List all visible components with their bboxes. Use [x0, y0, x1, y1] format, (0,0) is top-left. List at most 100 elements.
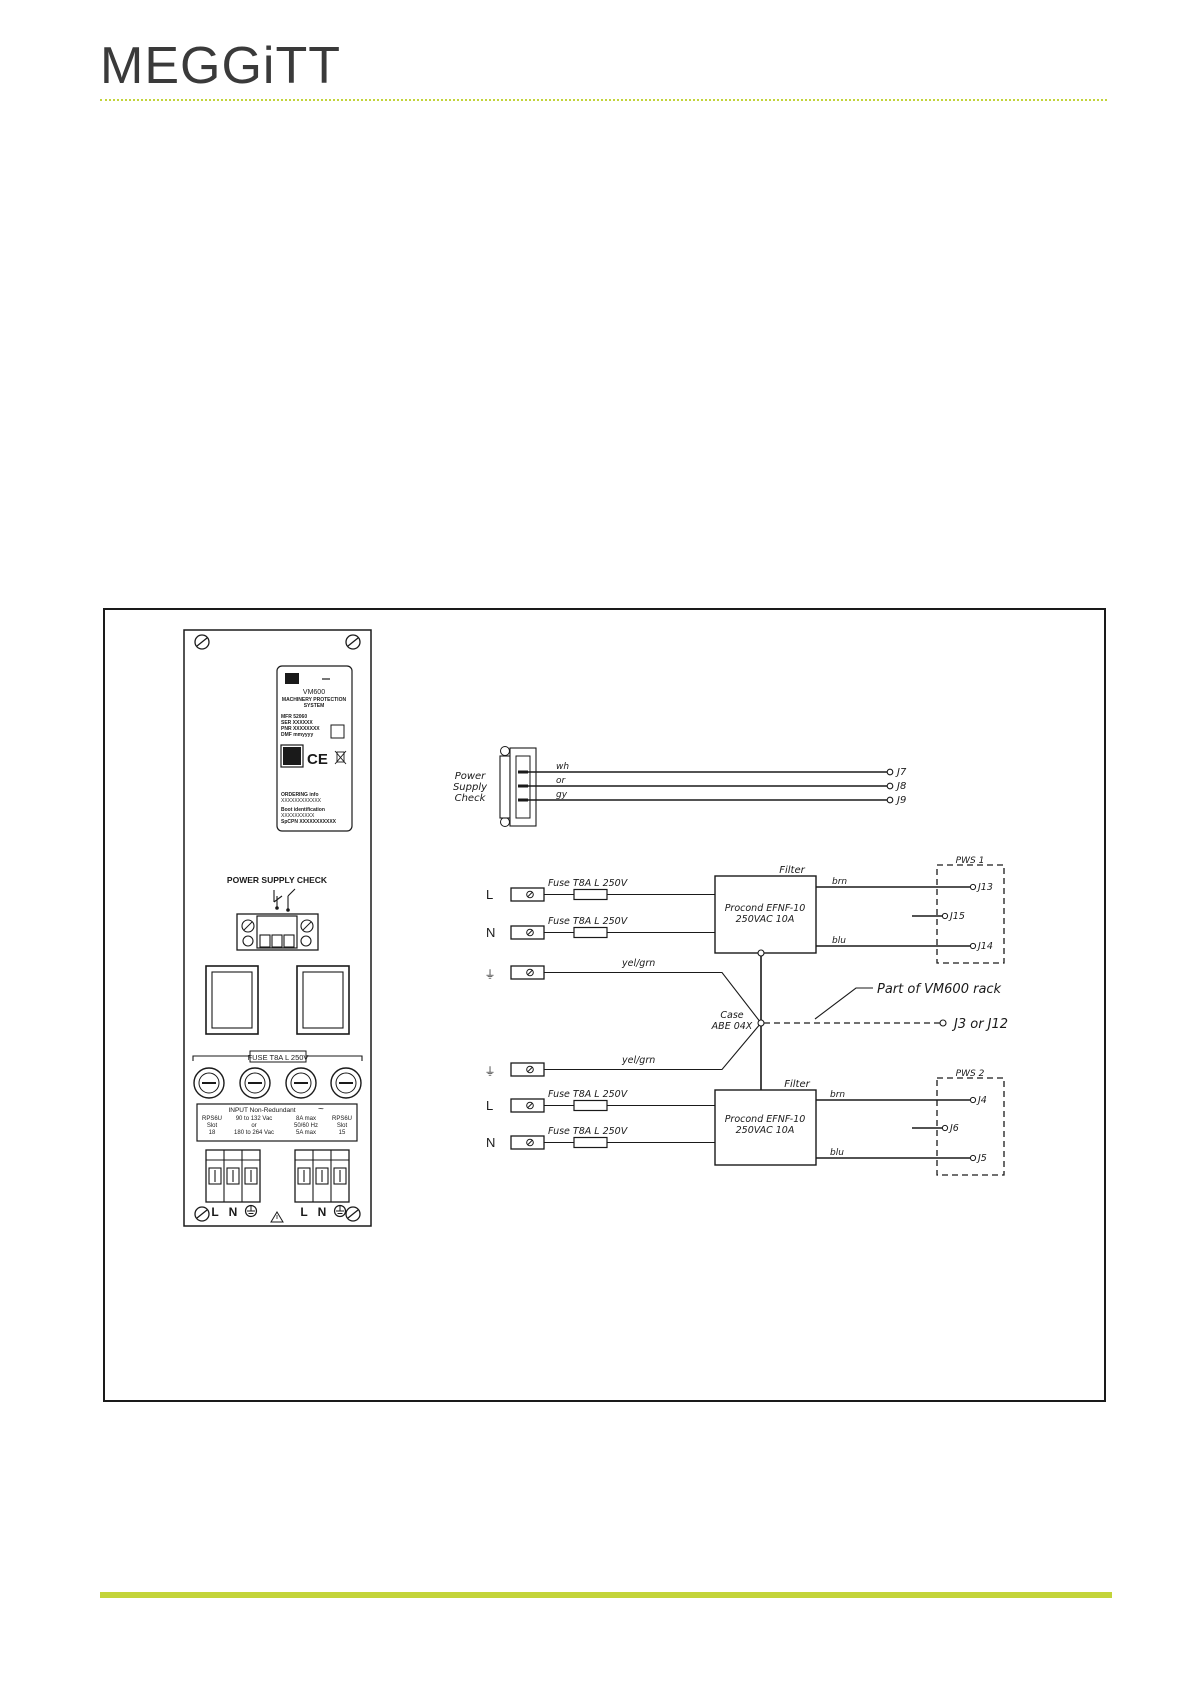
supply2-pws-label: PWS 2	[956, 1069, 985, 1079]
input-right-line: RPS6U	[332, 1116, 352, 1122]
label-ordering: ORDERING info	[281, 792, 319, 798]
meggitt-mark-icon	[285, 673, 299, 684]
psc-jack-label: J9	[895, 795, 906, 806]
panel-screw-top-right-icon	[345, 634, 361, 650]
meggitt-logo: MEGGiTT	[100, 37, 341, 95]
terminal-n-left: N	[229, 1205, 238, 1219]
supply2-filter-name: Procond EFNF-10	[725, 1114, 806, 1125]
input-right-line: 15	[339, 1130, 346, 1136]
fuse-holder-1-icon	[193, 1067, 225, 1099]
terminal-screw-icon	[510, 925, 545, 940]
product-label: VM600 MACHINERY PROTECTION SYSTEM MFR 52…	[276, 665, 353, 832]
supply2-filter-box	[714, 1089, 817, 1166]
terminal-block-right	[294, 1149, 350, 1203]
rack-jacks-label: J3 or J12	[951, 1017, 1008, 1032]
fuse-symbol	[573, 926, 608, 939]
psc-label-line: Power	[455, 771, 486, 782]
power-supply-check-connector	[236, 888, 319, 951]
input-current-line: 8A max	[296, 1116, 316, 1122]
label-ser: SER XXXXXX	[281, 720, 313, 726]
fuse-holder-4-icon	[330, 1067, 362, 1099]
supply1-jack-label: J13	[976, 882, 993, 893]
label-dmf: DMF mmyyyy	[281, 732, 313, 738]
terminal-l-right: L	[300, 1205, 307, 1219]
supply1-wire-top: brn	[832, 877, 847, 887]
earth-wire-label-bottom: yel/grn	[621, 1055, 655, 1066]
panel-screw-top-left-icon	[194, 634, 210, 650]
supply2-filter-rating: 250VAC 10A	[736, 1125, 795, 1136]
input-left-line: Slot	[207, 1123, 218, 1129]
panel-fuse-label: FUSE T8A L 250V	[248, 1053, 309, 1062]
psc-schematic: Power Supply Check wh or gy J7 J8 J9	[453, 746, 907, 827]
panel-power-supply-check-label: POWER SUPPLY CHECK	[227, 875, 328, 885]
supply1-pws-label: PWS 1	[956, 856, 985, 866]
supply1-jack-label: J14	[976, 941, 993, 952]
label-mfr: MFR 52060	[281, 714, 307, 720]
supply1-jack-label: J15	[948, 911, 965, 922]
supply-2-schematic: L N Fuse T8A L 250V Fuse T8A L 250V Filt…	[486, 1069, 1005, 1176]
header-dotted-rule	[100, 99, 1107, 101]
fuse-symbol	[573, 1099, 608, 1112]
rack-label: Part of VM600 rack	[877, 982, 1002, 997]
supply1-filter-name: Procond EFNF-10	[725, 903, 806, 914]
supply-1-schematic: L N Fuse T8A L 250V Fuse T8A L 250V Filt…	[486, 856, 1005, 964]
input-voltage-line: or	[251, 1123, 256, 1129]
terminal-screw-icon	[510, 1135, 545, 1150]
panel-screw-bottom-right-icon	[345, 1206, 361, 1222]
label-system-line1: MACHINERY PROTECTION	[282, 697, 347, 703]
terminal-l-left: L	[211, 1205, 218, 1219]
label-system-line2: SYSTEM	[304, 703, 325, 709]
supply1-fuse-label-n: Fuse T8A L 250V	[548, 916, 629, 927]
ac-symbol-icon: ~	[318, 1104, 324, 1115]
input-spec-plate: INPUT Non-Redundant ~ RPS6U Slot 18 90 t…	[196, 1103, 358, 1142]
label-pnr: PNR XXXXXXXX	[281, 726, 320, 732]
eac-mark-icon	[330, 724, 345, 739]
fuse-symbol	[573, 888, 608, 901]
psc-jack-label: J8	[895, 781, 906, 792]
earth-case-schematic: ⏚ ⏚ yel/grn yel/grn Case ABE 04X J3 or J…	[485, 949, 1008, 1090]
earth-symbol-icon: ⏚	[485, 968, 496, 981]
terminal-screw-icon	[510, 1098, 545, 1113]
label-product: VM600	[303, 689, 325, 696]
supply2-pws-box	[936, 1077, 1005, 1176]
terminal-n-right: N	[318, 1205, 327, 1219]
figure-frame	[103, 608, 1106, 1402]
earth-symbol-right-icon	[333, 1204, 347, 1218]
input-voltage-line: 90 to 132 Vac	[236, 1116, 273, 1122]
terminal-screw-icon	[510, 965, 545, 980]
input-right-line: Slot	[337, 1123, 348, 1129]
panel-screw-bottom-left-icon	[194, 1206, 210, 1222]
footer-rule	[100, 1592, 1112, 1598]
supply2-input-n: N	[486, 1135, 495, 1150]
ce-mark-icon: CE	[307, 751, 328, 768]
terminal-block-left	[205, 1149, 261, 1203]
supply1-filter-box	[714, 875, 817, 954]
psc-label-line: Check	[455, 793, 487, 804]
label-ordering-code: XXXXXXXXXXXX	[281, 798, 322, 804]
warning-triangle-icon	[270, 1211, 284, 1223]
label-boot: Boot identification	[281, 807, 325, 813]
input-left-line: RPS6U	[202, 1116, 222, 1122]
psc-wire-label: or	[556, 776, 567, 786]
psc-wire-label: wh	[556, 762, 569, 772]
input-left-line: 18	[209, 1130, 216, 1136]
supply2-jack-label: J5	[976, 1153, 987, 1164]
earth-wire-label-top: yel/grn	[621, 958, 655, 969]
supply1-input-n: N	[486, 925, 495, 940]
psc-label-line: Supply	[453, 782, 488, 793]
input-title: INPUT Non-Redundant	[228, 1107, 295, 1114]
psc-wire-label: gy	[556, 790, 568, 800]
supply1-filter-rating: 250VAC 10A	[736, 914, 795, 925]
supply2-wire-top: brn	[830, 1090, 845, 1100]
case-label-line: ABE 04X	[711, 1021, 753, 1032]
supply2-jack-label: J6	[948, 1123, 959, 1134]
earth-symbol-left-icon	[244, 1204, 258, 1218]
supply1-filter-title: Filter	[779, 865, 805, 876]
supply2-fuse-label-l: Fuse T8A L 250V	[548, 1089, 629, 1100]
supply2-fuse-label-n: Fuse T8A L 250V	[548, 1126, 629, 1137]
front-panel: VM600 MACHINERY PROTECTION SYSTEM MFR 52…	[183, 629, 372, 1227]
supply1-pws-box	[936, 864, 1005, 964]
label-sfc: SpCPN XXXXXXXXXXX	[281, 819, 337, 825]
label-boot-code: XXXXXXXXXX	[281, 813, 315, 819]
